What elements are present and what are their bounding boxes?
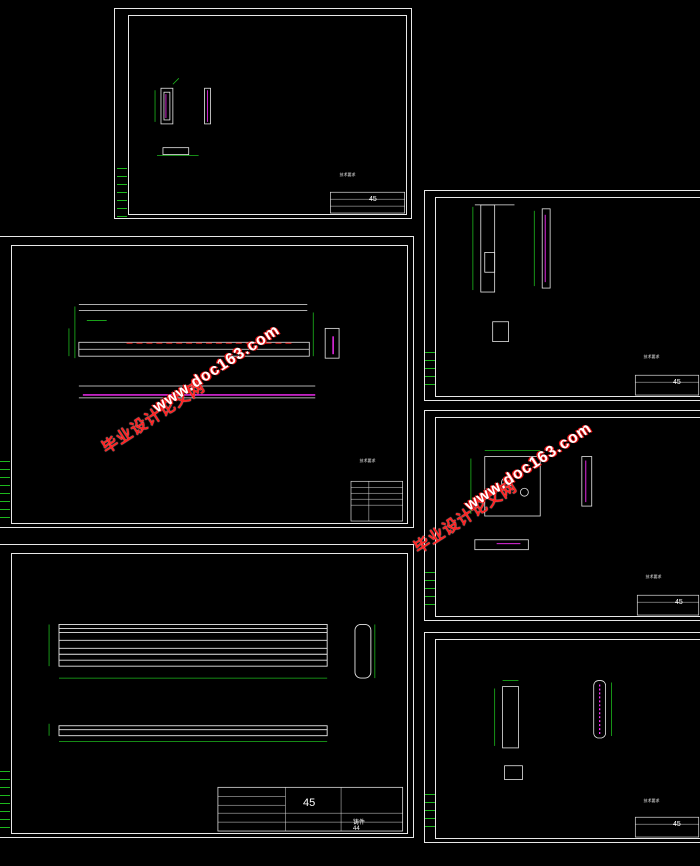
title-block-number: 45: [303, 797, 316, 809]
drawing-sheet-4: 技术要求 45: [424, 410, 700, 621]
drawing-sheet-3: 技术要求 45: [424, 190, 700, 401]
drawing-sheet-6: 技术要求 45: [424, 632, 700, 843]
technical-notes: 技术要求: [643, 354, 660, 359]
title-block-scale: 44: [353, 826, 360, 832]
sheet-sidebar-strip: [425, 345, 435, 385]
sheet-sidebar-strip: [0, 764, 10, 828]
technical-notes: 技术要求: [645, 574, 662, 579]
drawing-sheet-2: 技术要求: [0, 236, 414, 528]
title-block-name: 铸件: [353, 820, 366, 826]
profile-drawing: [48, 624, 404, 832]
part-drawing: [494, 680, 700, 838]
drawing-sheet-1: 技术要求 45: [114, 8, 412, 219]
title-block-number: 45: [369, 196, 377, 203]
title-block-number: 45: [675, 599, 683, 606]
title-block-number: 45: [673, 821, 681, 828]
part-drawing: [154, 78, 405, 214]
technical-notes: 技术要求: [359, 458, 376, 463]
technical-notes: 技术要求: [643, 798, 660, 803]
technical-notes: 技术要求: [339, 172, 356, 177]
sheet-sidebar-strip: [117, 161, 127, 217]
sheet-sidebar-strip: [0, 454, 10, 518]
part-drawing: [472, 204, 700, 396]
drawing-sheet-5: 45 铸件 44: [0, 544, 414, 838]
sheet-sidebar-strip: [425, 787, 435, 827]
sheet-sidebar-strip: [425, 565, 435, 605]
part-drawing: [470, 450, 700, 616]
assembly-drawing: [68, 304, 403, 522]
title-block-number: 45: [673, 379, 681, 386]
